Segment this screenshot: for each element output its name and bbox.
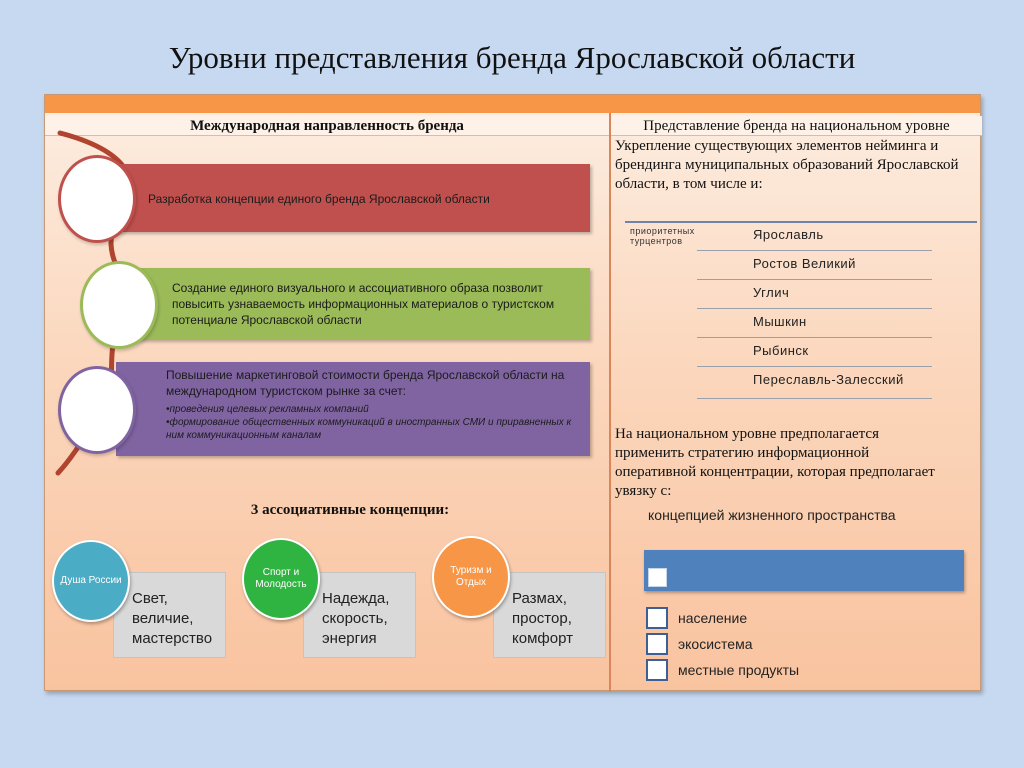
life-space-checkbox[interactable] [648, 568, 667, 587]
slide-title: Уровни представления бренда Ярославской … [168, 40, 856, 75]
life-space-label: концепцией жизненного пространства [648, 507, 896, 523]
concept-circle-label-2: Спорт и Молодость [255, 567, 307, 590]
brand-step-text-1: Разработка концепции единого бренда Ярос… [148, 192, 490, 206]
right-intro-text: Укрепление существующих элементов неймин… [615, 138, 959, 192]
step-circle-2 [80, 261, 158, 349]
checkbox-ecosystem[interactable] [646, 633, 668, 655]
concept-circle-3: Туризм и Отдых [432, 536, 510, 618]
city-name-3: Углич [753, 285, 790, 300]
brand-step-bullet-2: •формирование общественных коммуникаций … [166, 417, 572, 441]
life-space-bar [644, 550, 964, 591]
brand-step-bar-3: Повышение маркетинговой стоимости бренда… [116, 362, 590, 456]
city-name-6: Переславль-Залесский [753, 372, 904, 387]
label-ecosystem: экосистема [678, 636, 753, 652]
city-row-1: Ярославль [697, 226, 932, 251]
city-name-5: Рыбинск [753, 343, 809, 358]
concept-text-3: Размах, простор, комфорт [512, 590, 573, 647]
concept-text-1: Свет, величие, мастерство [132, 590, 213, 647]
city-name-2: Ростов Великий [753, 256, 856, 271]
city-row-6: Переславль-Залесский [697, 371, 932, 399]
national-text: На национальном уровне предполагается пр… [615, 426, 935, 499]
brand-step-bar-2: Создание единого визуального и ассоциати… [116, 268, 590, 340]
priority-line [625, 221, 977, 223]
panel-top-bar [45, 95, 980, 113]
concept-box-2: Надежда, скорость, энергия [303, 572, 416, 658]
city-row-4: Мышкин [697, 313, 932, 338]
concept-circle-2: Спорт и Молодость [242, 538, 320, 620]
brand-step-text-2: Создание единого визуального и ассоциати… [172, 281, 555, 327]
step-circle-3 [58, 366, 136, 454]
brand-step-bar-1: Разработка концепции единого бренда Ярос… [116, 164, 590, 232]
panel-divider [609, 113, 611, 692]
brand-step-text-3: Повышение маркетинговой стоимости бренда… [166, 368, 565, 398]
checkbox-population[interactable] [646, 607, 668, 629]
concept-box-1: Свет, величие, мастерство [113, 572, 226, 658]
checkbox-local-products[interactable] [646, 659, 668, 681]
concept-text-2: Надежда, скорость, энергия [322, 590, 390, 647]
step-circle-1 [58, 155, 136, 243]
city-row-2: Ростов Великий [697, 255, 932, 280]
concept-circle-label-1: Душа России [60, 575, 122, 586]
city-row-5: Рыбинск [697, 342, 932, 367]
left-column-header: Международная направленность бренда [45, 116, 609, 136]
concepts-title: 3 ассоциативные концепции: [250, 502, 450, 518]
priority-label: приоритетных турцентров [630, 226, 695, 246]
concept-box-3: Размах, простор, комфорт [493, 572, 606, 658]
concept-circle-1: Душа России [52, 540, 130, 622]
city-name-1: Ярославль [753, 227, 824, 242]
concept-circle-label-3: Туризм и Отдых [450, 565, 492, 588]
label-local-products: местные продукты [678, 662, 800, 678]
brand-step-bullet-1: •проведения целевых рекламных компаний [166, 404, 369, 415]
right-column-header: Представление бренда на национальном уро… [611, 116, 982, 136]
city-row-3: Углич [697, 284, 932, 309]
label-population: население [678, 610, 748, 626]
city-name-4: Мышкин [753, 314, 807, 329]
